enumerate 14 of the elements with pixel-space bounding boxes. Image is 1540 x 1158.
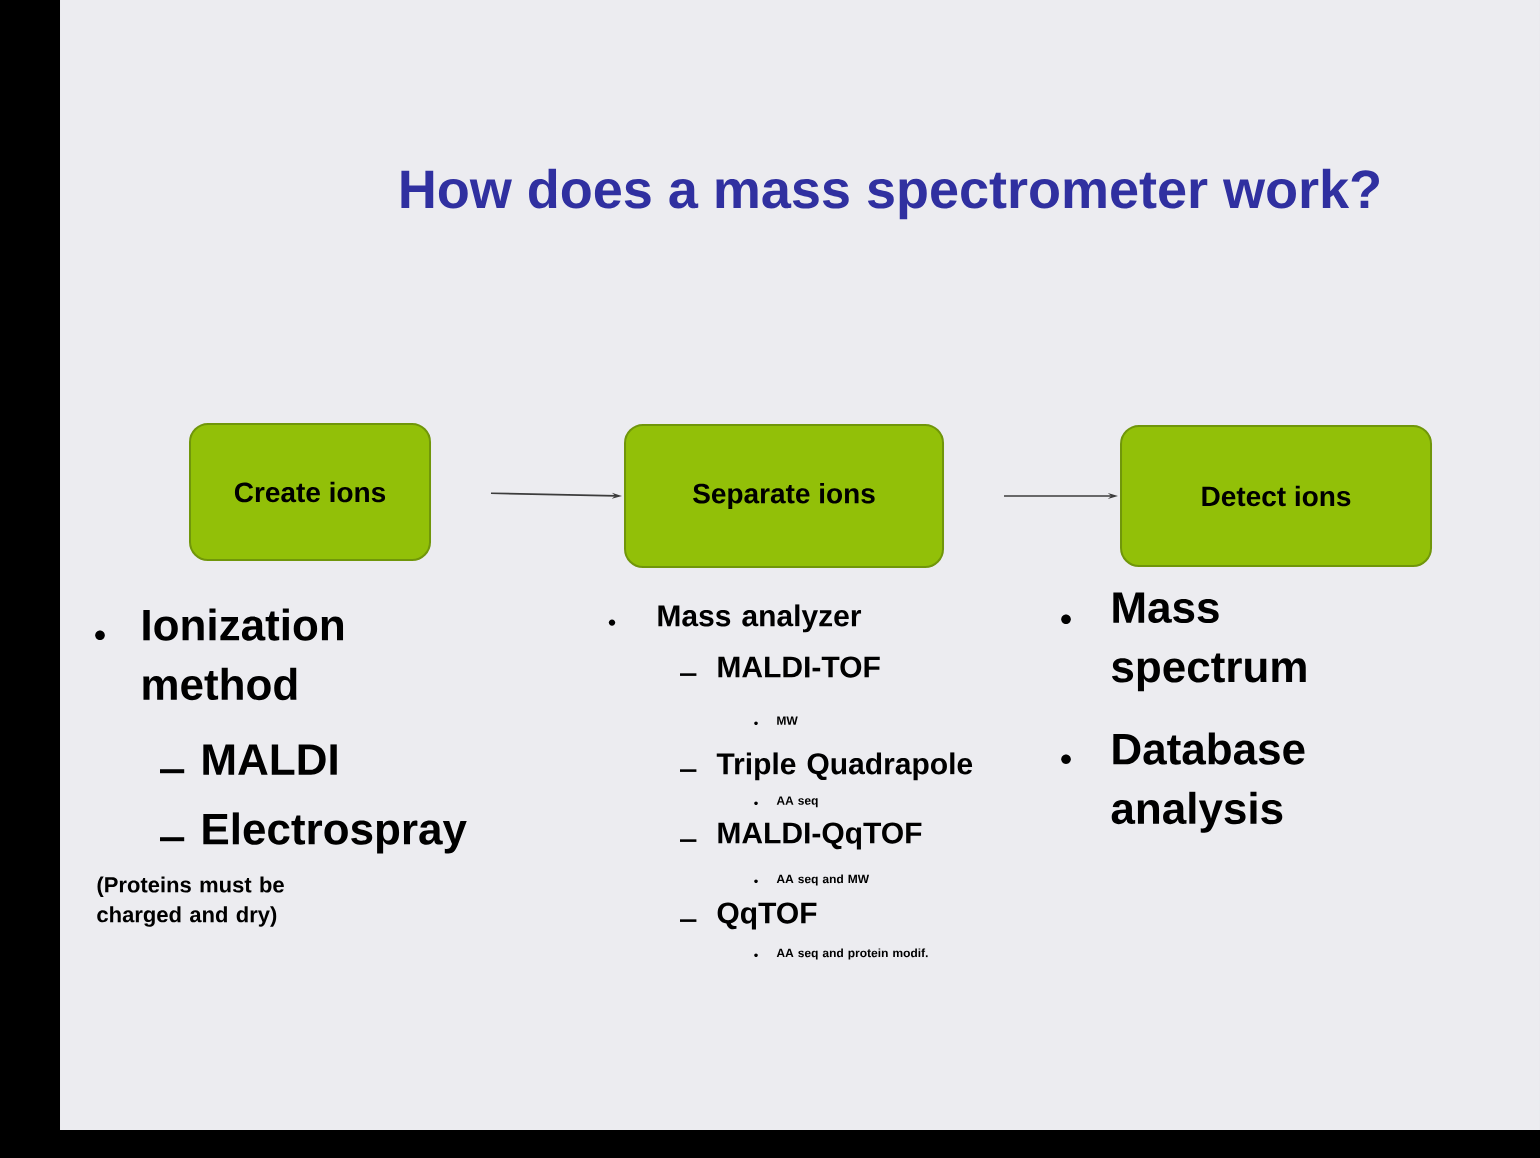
bullet-text: MALDI bbox=[203, 744, 337, 775]
bullet-text: MALDI-TOF bbox=[718, 656, 880, 678]
bullet-text: MALDI-QqTOF bbox=[718, 822, 922, 850]
bullet-text: Triple Quadrapole bbox=[716, 752, 973, 781]
bullet-text: (Proteins must be charged and dry) bbox=[97, 876, 284, 927]
bullet-text: Electrospray bbox=[203, 812, 467, 854]
process-box: Separate ions bbox=[624, 424, 944, 568]
bullet-text: Ionization method bbox=[143, 608, 343, 701]
process-box: Create ions bbox=[189, 423, 431, 561]
process-box: Detect ions bbox=[1120, 425, 1432, 567]
title: How does a mass spectrometer work? bbox=[401, 168, 1379, 220]
bullet-text: QqTOF bbox=[717, 902, 817, 930]
bullet-text: Database analysis bbox=[1111, 732, 1305, 833]
bullet-text: Mass analyzer bbox=[658, 604, 862, 633]
